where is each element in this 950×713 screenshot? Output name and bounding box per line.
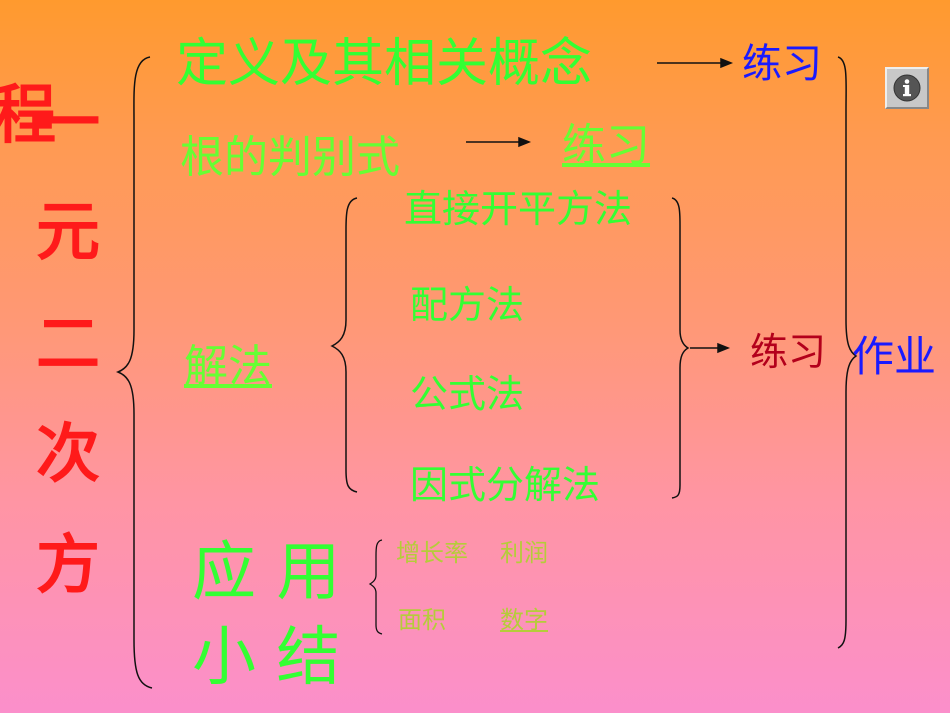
main-right-brace (837, 56, 858, 649)
title-char-5: 方 (36, 528, 100, 603)
info-icon (893, 74, 921, 102)
app-item-profit: 利润 (500, 539, 548, 567)
method-completing-square: 配方法 (410, 283, 525, 327)
solving-link[interactable]: 解法 (184, 341, 272, 392)
summary-label: 小 结 (192, 621, 341, 695)
definition-practice-link[interactable]: 练习 (742, 41, 822, 87)
title-char-partial: 程 (0, 78, 56, 153)
title-char-1: 一 (36, 86, 100, 161)
methods-left-brace (330, 197, 358, 493)
app-item-area: 面积 (398, 606, 446, 634)
method-factoring: 因式分解法 (410, 463, 601, 507)
method-formula: 公式法 (410, 372, 525, 416)
title-char-4: 次 (36, 417, 100, 492)
methods-practice-link[interactable]: 练习 (750, 330, 827, 374)
discriminant-practice-link[interactable]: 练习 (562, 120, 650, 171)
methods-right-brace (671, 197, 690, 499)
title-char-2: 元 (36, 195, 100, 270)
main-left-brace (115, 56, 153, 689)
title-char-3: 二 (36, 307, 100, 382)
homework-link[interactable]: 作业 (852, 332, 937, 381)
application-label: 应 用 (192, 536, 341, 610)
app-item-number-link[interactable]: 数字 (500, 606, 548, 634)
info-button[interactable] (885, 67, 929, 109)
app-item-growth-rate: 增长率 (396, 539, 468, 567)
discriminant-label: 根的判别式 (180, 132, 400, 183)
definition-label: 定义及其相关概念 (176, 34, 593, 94)
application-left-brace (368, 539, 383, 635)
method-direct-root: 直接开平方法 (404, 187, 633, 231)
